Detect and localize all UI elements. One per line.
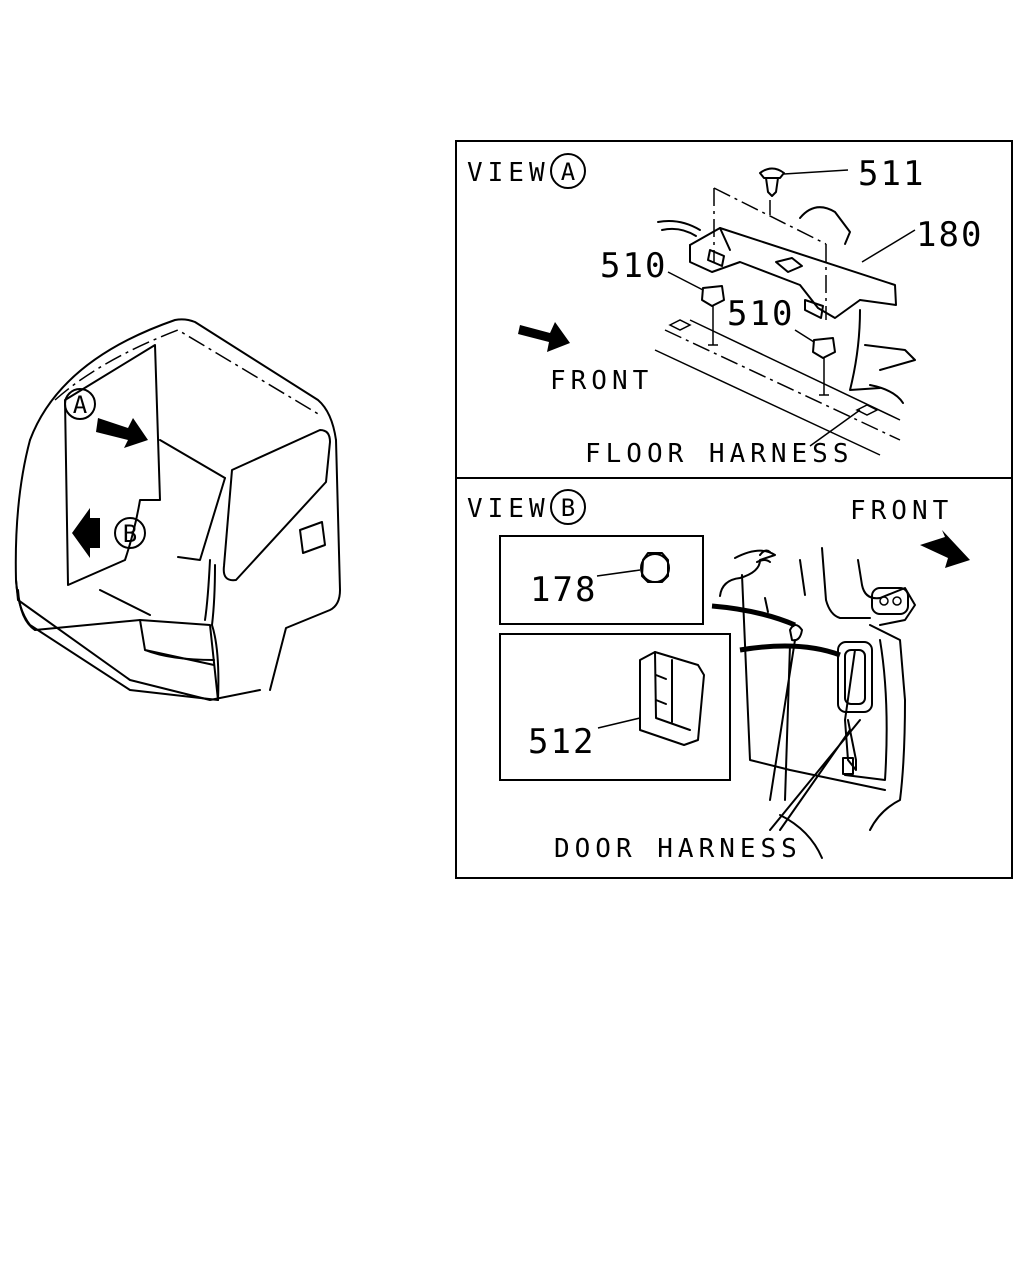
part-178-label: 178 (530, 570, 597, 610)
clip-512-icon (639, 651, 705, 746)
arrow-to-view-a-icon (96, 418, 148, 448)
cab-illustration: A B (14, 318, 341, 701)
clip-510-left-icon (701, 285, 725, 307)
view-a-marker: A (561, 158, 576, 186)
view-b-frame (455, 477, 1013, 879)
part-510-right-label: 510 (727, 294, 794, 334)
view-b-front-label: FRONT (850, 496, 953, 526)
inset-178-frame (499, 535, 704, 625)
view-b-title: VIEW (467, 494, 550, 524)
part-180-label: 180 (916, 215, 983, 255)
front-arrow-a-icon (518, 322, 570, 352)
screw-511-icon (759, 167, 785, 179)
view-b-marker-circle (550, 489, 586, 525)
view-a-marker-circle (550, 153, 586, 189)
view-a-title: VIEW (467, 158, 550, 188)
view-b-marker: B (561, 494, 575, 522)
view-a-panel: VIEW A (455, 140, 1013, 479)
marker-a-circle (64, 388, 96, 420)
marker-b-circle (114, 517, 146, 549)
front-arrow-b-icon (920, 530, 970, 568)
arrow-to-view-b-icon (72, 508, 100, 558)
door-harness-label: DOOR HARNESS (554, 834, 802, 864)
inset-512-frame (499, 633, 731, 781)
part-512-label: 512 (528, 722, 595, 762)
clip-510-right-icon (812, 337, 836, 359)
floor-harness-label: FLOOR HARNESS (585, 439, 854, 469)
cab-marker-a: A (73, 391, 88, 419)
view-a-front-label: FRONT (550, 366, 653, 396)
part-510-left-label: 510 (600, 246, 667, 286)
part-511-label: 511 (858, 154, 925, 194)
view-b-panel: VIEW B FRONT 178 512 (455, 477, 1013, 879)
cab-marker-b: B (123, 520, 137, 548)
